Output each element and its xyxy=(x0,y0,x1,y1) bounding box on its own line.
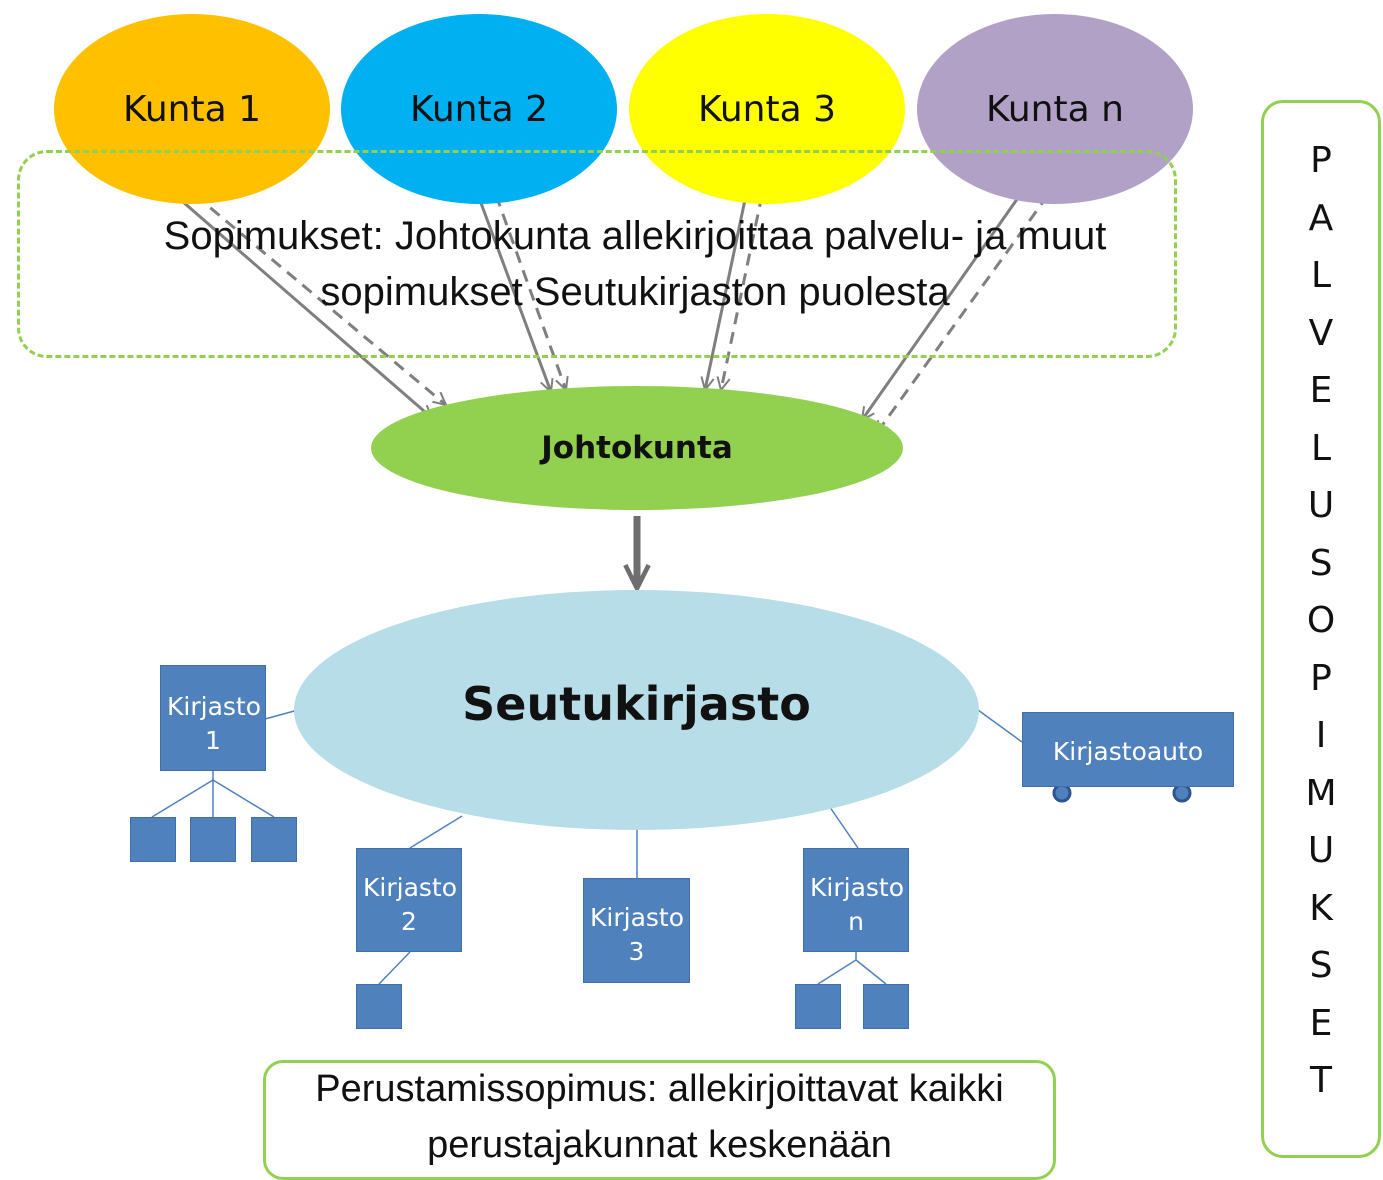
library-2-node: Kirjasto 2 xyxy=(356,848,462,952)
kunta-1-node: Kunta 1 xyxy=(54,14,330,204)
service-agreements-box xyxy=(1261,100,1381,1158)
service-agreements-letter: L xyxy=(1310,427,1332,469)
kunta-2-dashed-arrow xyxy=(494,194,566,390)
kunta-3-node: Kunta 3 xyxy=(629,14,905,204)
library-n-branch-2 xyxy=(863,984,909,1029)
library-1-label: Kirjasto 1 xyxy=(167,692,262,755)
service-agreements-letter: E xyxy=(1309,1002,1333,1044)
kunta-3-label: Kunta 3 xyxy=(698,88,836,130)
agreements-text: Sopimukset: Johtokunta allekirjoittaa pa… xyxy=(163,214,1107,314)
service-agreements-letter: U xyxy=(1307,830,1335,871)
kunta-n-dashed-arrow xyxy=(876,194,1050,434)
library-n-branch-tree xyxy=(817,952,887,985)
library-1-node: Kirjasto 1 xyxy=(160,665,266,771)
library-3-node: Kirjasto 3 xyxy=(583,878,690,983)
service-agreements-letter: M xyxy=(1305,772,1337,814)
kunta-1-dashed-arrow xyxy=(194,193,446,405)
kunta-n-solid-arrow xyxy=(862,194,1022,420)
library-1-branch-3 xyxy=(251,817,297,862)
service-agreements-letter: I xyxy=(1315,715,1327,756)
library-3-label: Kirjasto 3 xyxy=(590,903,685,966)
library-1-branch-2 xyxy=(190,817,236,862)
library-2-label: Kirjasto 2 xyxy=(363,873,458,936)
library-2-branch-1 xyxy=(356,984,402,1029)
library-1-connector xyxy=(264,709,299,720)
agreements-box xyxy=(17,150,1177,358)
regional-library-label: Seutukirjasto xyxy=(462,677,811,731)
kunta-2-label: Kunta 2 xyxy=(410,88,548,130)
kunta-1-label: Kunta 1 xyxy=(123,88,261,130)
service-agreements-letter: A xyxy=(1308,197,1334,239)
bookmobile-node: Kirjastoauto xyxy=(1022,712,1234,787)
kunta-2-node: Kunta 2 xyxy=(341,14,617,204)
library-n-node: Kirjasto n xyxy=(803,848,909,952)
service-agreements-letter: S xyxy=(1309,542,1333,584)
kunta-1-solid-arrow xyxy=(174,193,432,418)
service-agreements-letter: V xyxy=(1308,312,1334,354)
kunta-2-solid-arrow xyxy=(476,194,551,392)
service-agreements-letter: L xyxy=(1310,255,1332,296)
service-agreements-letter: S xyxy=(1309,945,1333,986)
regional-library-node: Seutukirjasto xyxy=(294,590,979,830)
service-agreements-letter: U xyxy=(1307,485,1335,526)
library-2-branch-tree xyxy=(378,951,411,985)
library-n-label: Kirjasto n xyxy=(810,873,905,936)
founding-agreement-box: Perustamissopimus: allekirjoittavat kaik… xyxy=(263,1060,1056,1180)
founding-agreement-text: Perustamissopimus: allekirjoittavat kaik… xyxy=(315,1068,1004,1166)
library-n-branch-1 xyxy=(795,984,841,1029)
board-node: Johtokunta xyxy=(371,386,903,510)
library-2-connector xyxy=(409,815,463,849)
library-1-branch-tree xyxy=(151,770,275,818)
service-agreements-letter: E xyxy=(1309,370,1333,411)
service-agreements-letter: K xyxy=(1309,887,1333,929)
bookmobile-connector xyxy=(977,709,1023,743)
service-agreements-letter: T xyxy=(1310,1060,1332,1101)
library-1-branch-1 xyxy=(130,817,176,862)
kunta-n-label: Kunta n xyxy=(986,88,1124,130)
service-agreements-letter: P xyxy=(1310,140,1332,181)
service-agreements-letter: P xyxy=(1310,657,1332,699)
bookmobile-label: Kirjastoauto xyxy=(1052,737,1204,766)
service-agreements-letter: O xyxy=(1306,600,1336,641)
board-label: Johtokunta xyxy=(541,430,733,466)
bookmobile-wheel-front xyxy=(1052,783,1072,803)
bookmobile-wheel-back xyxy=(1172,783,1192,803)
